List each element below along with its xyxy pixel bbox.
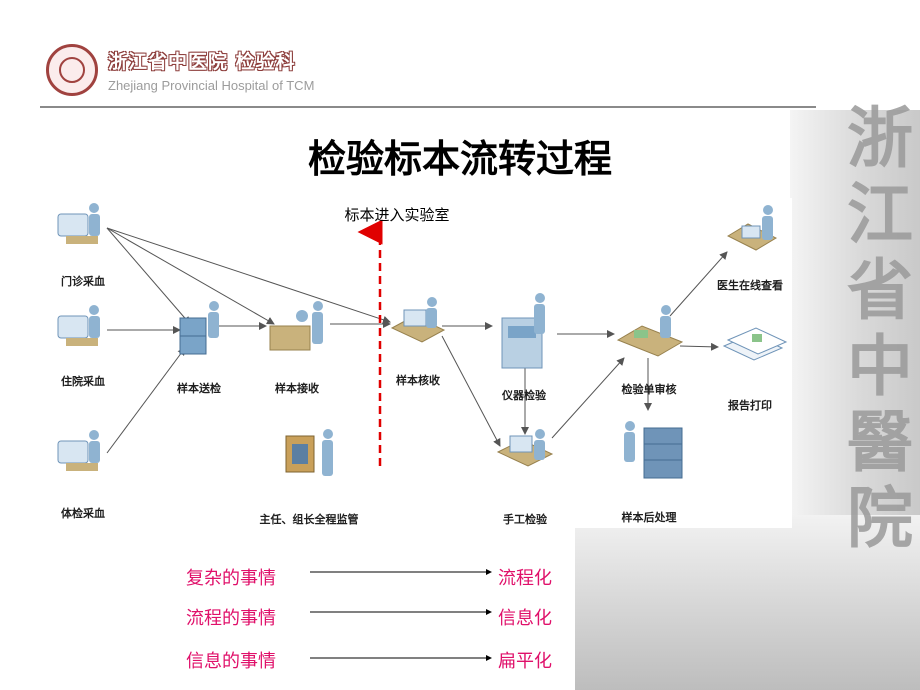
hospital-building-image <box>575 515 920 690</box>
calligraphy-watermark: 浙江省中醫院 <box>847 99 913 557</box>
arrow-outpatient-delivery <box>106 227 191 325</box>
node-label-outpatient: 门诊采血 <box>61 275 105 288</box>
node-delivery-icon <box>179 301 219 355</box>
arrow-outpatient-verify <box>106 227 391 324</box>
node-label-receive: 样本接收 <box>275 382 319 395</box>
summary-arrow-1 <box>310 569 492 575</box>
arrow-checkup-delivery <box>106 347 186 454</box>
hospital-logo-icon <box>46 44 98 96</box>
summary-left-1: 复杂的事情 <box>186 568 276 589</box>
node-label-review: 检验单审核 <box>621 383 677 396</box>
node-supervise-icon <box>285 429 333 476</box>
node-label-doctor: 医生在线查看 <box>717 279 783 292</box>
flow-diagram-canvas <box>57 203 788 479</box>
logo-name-cn: 浙江省中医院 检验科 <box>108 51 296 73</box>
node-label-instrument: 仪器检验 <box>502 389 546 402</box>
page-title: 检验标本流转过程 <box>307 136 612 181</box>
node-instrument-icon <box>501 293 545 369</box>
summary-right-2: 信息化 <box>498 608 552 629</box>
summary-arrow-2 <box>310 609 492 615</box>
node-label-verify: 样本核收 <box>396 374 440 387</box>
node-label-manual: 手工检验 <box>503 513 547 526</box>
node-label-checkup: 体检采血 <box>61 507 105 520</box>
node-outpatient-icon <box>57 203 100 244</box>
node-review-icon <box>616 305 684 357</box>
flow-arrows <box>106 227 728 454</box>
summary-right-3: 扁平化 <box>498 651 552 672</box>
node-receive-icon <box>269 301 323 351</box>
node-manual-icon <box>496 429 554 467</box>
summary-right-1: 流程化 <box>498 568 552 589</box>
node-doctor-icon <box>726 205 778 251</box>
arrow-verify-manual <box>441 335 501 447</box>
node-checkup-icon <box>57 430 100 471</box>
arrow-manual-review <box>551 357 625 439</box>
node-label-post: 样本后处理 <box>621 511 677 524</box>
logo-name-en: Zhejiang Provincial Hospital of TCM <box>108 78 315 93</box>
summary-arrow-3 <box>310 655 492 661</box>
arrow-review-doctor <box>669 251 728 317</box>
arrow-outpatient-receive <box>106 227 275 325</box>
node-label-delivery: 样本送检 <box>177 382 221 395</box>
header-divider <box>40 106 816 108</box>
lab-entry-label: 标本进入实验室 <box>344 206 450 224</box>
summary-left-2: 流程的事情 <box>186 608 276 629</box>
node-post-icon <box>624 421 683 479</box>
node-verify-icon <box>390 297 446 343</box>
node-inpatient-icon <box>57 305 100 346</box>
node-label-print: 报告打印 <box>728 399 772 412</box>
summary-left-3: 信息的事情 <box>186 651 276 672</box>
node-label-inpatient: 住院采血 <box>61 375 105 388</box>
arrow-review-print <box>679 342 719 351</box>
node-print-icon <box>722 327 788 361</box>
flow-diagram: 门诊采血 住院采血 体检采血 样本送检 样本接收 样本核收 仪器检验 手工检验 … <box>52 198 792 528</box>
node-label-supervise: 主任、组长全程监管 <box>259 513 359 526</box>
